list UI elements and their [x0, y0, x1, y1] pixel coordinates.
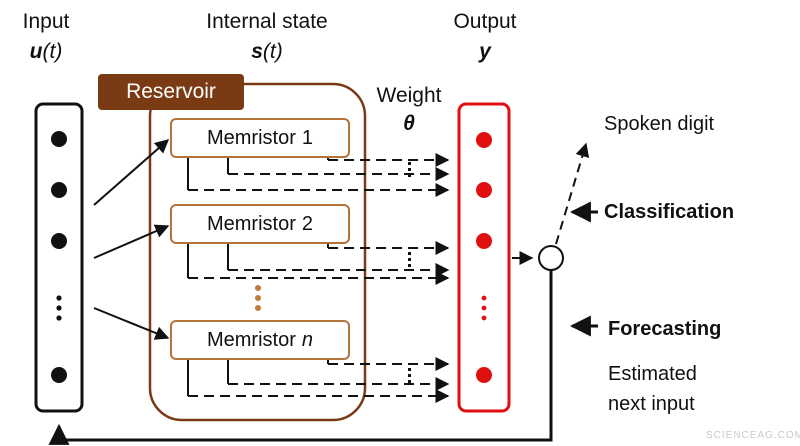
memristor-label: Memristor: [206, 212, 296, 235]
output-column: [457, 102, 511, 413]
input-ellipsis-dot: [56, 315, 62, 321]
vertical-ellipsis: [408, 162, 411, 177]
output-ellipsis-dot: [481, 295, 487, 301]
state-variable-arg: (t): [262, 40, 283, 63]
internal-state-title: Internal state: [206, 10, 328, 33]
internal-state-variable: s(t): [172, 40, 362, 64]
vertical-ellipsis: [408, 368, 411, 383]
memristor-ellipsis: [255, 285, 261, 311]
input-column: [34, 102, 84, 413]
input-arrow: [93, 307, 170, 340]
weight-title: Weight: [376, 84, 442, 107]
reservoir-tag: Reservoir: [98, 74, 244, 110]
input-node: [51, 367, 67, 383]
reservoir-outline: [148, 82, 367, 422]
output-node: [476, 182, 492, 198]
memristor-index: 2: [301, 212, 313, 235]
output-title: Output: [453, 10, 517, 33]
input-arrow: [93, 224, 170, 259]
output-ellipsis-dot: [481, 305, 487, 311]
classification-label: Classification: [604, 201, 735, 223]
input-title: Input: [22, 10, 70, 33]
output-ellipsis-dot: [481, 315, 487, 321]
memristor-index: n: [301, 328, 313, 351]
memristor-label: Memristor: [206, 328, 296, 351]
input-node: [51, 131, 67, 147]
watermark: SCIENCEAG.COM: [706, 430, 800, 441]
input-variable-symbol: u: [29, 40, 43, 63]
input-variable: u(t): [10, 40, 82, 64]
forecasting-label: Forecasting: [608, 318, 722, 340]
input-variable-arg: (t): [42, 40, 63, 63]
output-node: [476, 367, 492, 383]
memristor-n-connections: [187, 357, 450, 403]
state-variable-symbol: s: [251, 40, 263, 63]
classification-arrow: [555, 142, 590, 245]
estimated-label-line1: Estimated: [608, 363, 697, 385]
input-node: [51, 233, 67, 249]
memristor-label: Memristor: [206, 126, 296, 149]
output-switch-node: [538, 245, 564, 271]
vertical-ellipsis: [408, 252, 411, 267]
weight-symbol: θ: [403, 112, 415, 135]
feedback-loop: [48, 270, 553, 445]
estimated-label-line2: next input: [608, 393, 695, 415]
input-arrow: [93, 139, 170, 206]
input-ellipsis-dot: [56, 305, 62, 311]
memristor-1-connections: [187, 153, 450, 197]
memristor-index: 1: [301, 126, 313, 149]
output-node: [476, 233, 492, 249]
input-ellipsis-dot: [56, 295, 62, 301]
output-node: [476, 132, 492, 148]
output-variable: y: [479, 40, 491, 63]
spoken-digit-label: Spoken digit: [604, 113, 715, 135]
input-node: [51, 182, 67, 198]
